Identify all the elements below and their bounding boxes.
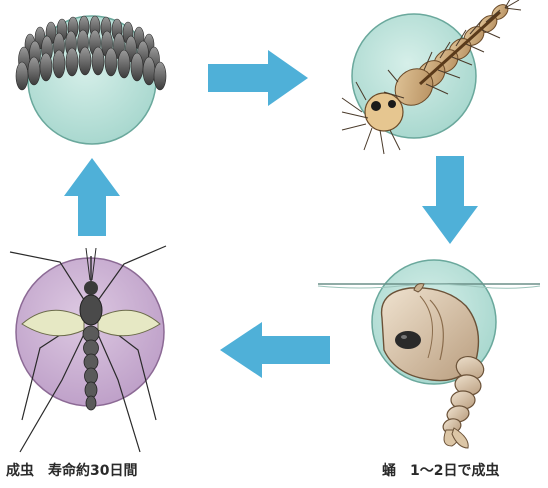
cycle-arrow-icon	[64, 158, 120, 236]
pupa-stage-caption: 蛹 1～2日で成虫	[382, 460, 499, 480]
adult-stage-caption: 成虫 寿命約30日間	[6, 460, 137, 480]
larva-icon	[342, 0, 521, 154]
adult-mosquito-icon	[10, 246, 166, 452]
pupa-icon	[318, 260, 540, 448]
cycle-arrow-icon	[208, 50, 308, 106]
cycle-arrow-icon	[422, 156, 478, 244]
egg-raft-icon	[16, 16, 166, 144]
cycle-arrow-icon	[220, 322, 330, 378]
